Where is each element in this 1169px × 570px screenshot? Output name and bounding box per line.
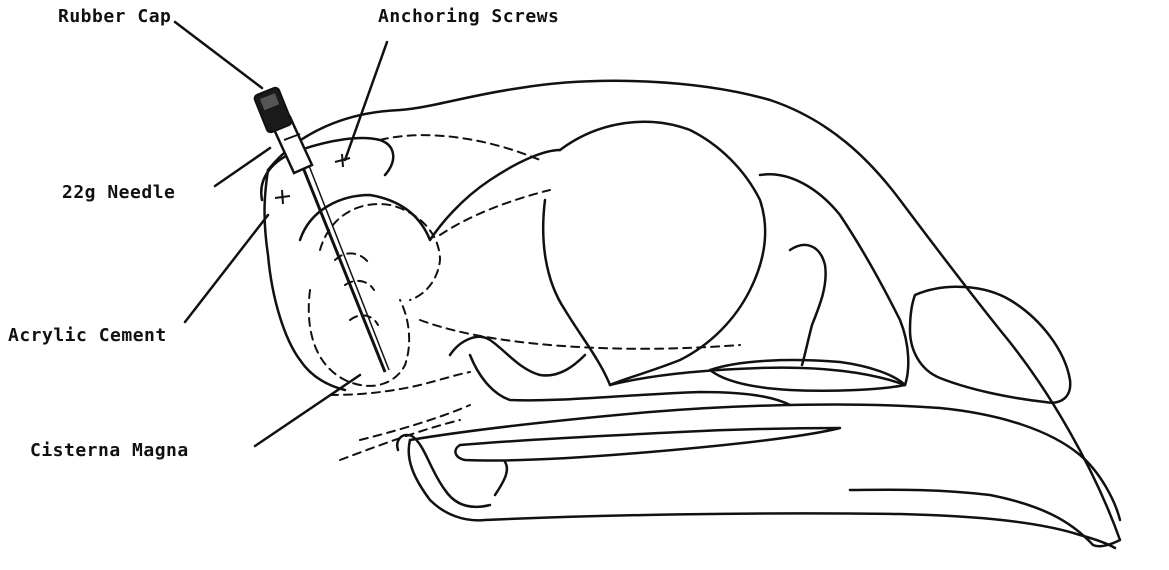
nasal-opening <box>910 287 1070 403</box>
jaw-inner <box>455 428 840 461</box>
mandible-lower <box>409 440 1115 548</box>
screw-2 <box>275 190 290 204</box>
skull-outline <box>268 81 1120 546</box>
label-cisterna-magna: Cisterna Magna <box>30 440 189 461</box>
neck-dash-1 <box>340 420 460 460</box>
septum <box>760 174 908 385</box>
jaw-joint <box>397 435 490 507</box>
label-acrylic-cement: Acrylic Cement <box>8 325 167 346</box>
orbit-inner <box>543 200 610 385</box>
leader-acrylic-cement <box>185 215 268 322</box>
back-dash <box>440 190 550 235</box>
leader-rubber-cap <box>175 22 262 88</box>
upper-dash <box>380 135 540 160</box>
screws <box>275 154 350 204</box>
quadrate-bone <box>790 245 826 365</box>
label-anchoring-screws: Anchoring Screws <box>378 6 559 27</box>
rubber-cap-shape <box>253 87 292 134</box>
mandible-upper <box>410 405 1120 520</box>
leader-needle <box>215 148 270 186</box>
label-needle: 22g Needle <box>62 182 175 203</box>
leader-anchoring-screws <box>345 42 387 160</box>
braincase <box>300 150 560 240</box>
label-rubber-cap: Rubber Cap <box>58 6 171 27</box>
hyoid-line <box>495 462 507 495</box>
orbit <box>560 122 765 385</box>
cisterna-region <box>330 372 470 395</box>
leader-cisterna-magna <box>255 375 360 446</box>
